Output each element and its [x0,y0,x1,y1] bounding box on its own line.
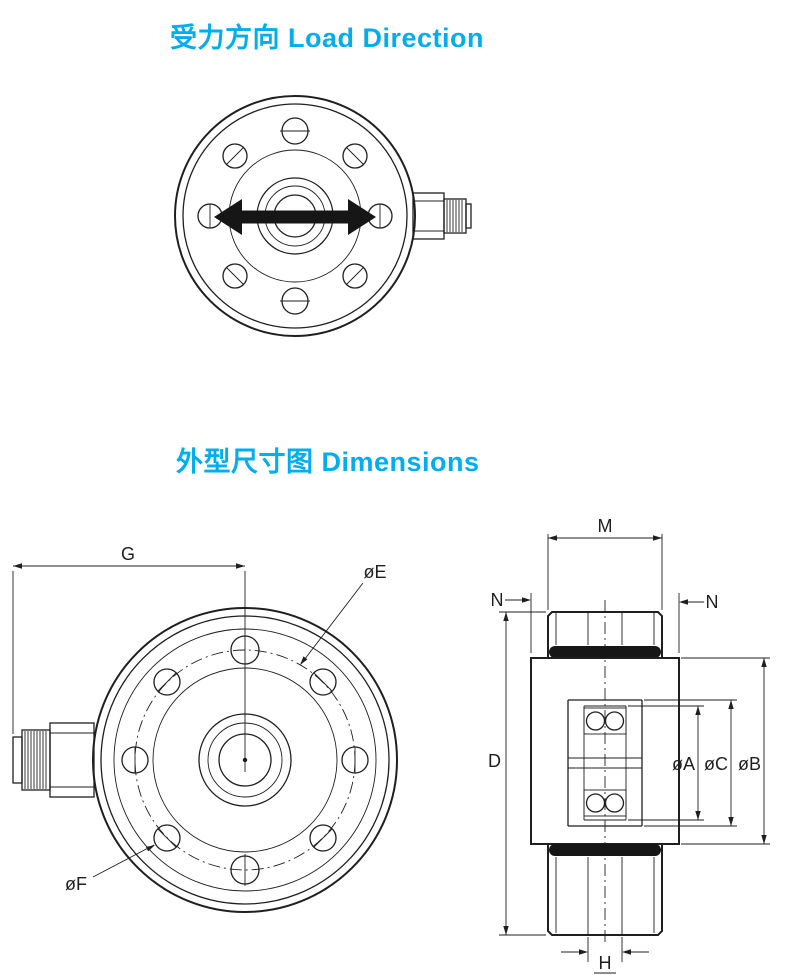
o-ring-bottom [549,844,661,856]
dim-label-c: øC [704,754,728,774]
dimension-b: øB [681,657,770,845]
screw [121,746,149,774]
dim-label-g: G [121,544,135,564]
dimension-m: M [547,516,663,610]
dimension-a: øA [628,705,704,821]
dimension-n-right: N [678,592,719,653]
dimension-g: G [12,544,245,734]
dimension-f: øF [65,844,155,894]
dim-label-d: D [488,751,501,771]
dimension-d: D [488,611,546,936]
dim-label-n-right: N [706,592,719,612]
front-view: G øE øF [12,544,398,913]
bolt-hole-bottom [230,855,260,885]
bolt-hole-top [280,117,310,145]
dim-label-m: M [598,516,613,536]
load-direction-arrow-icon [214,199,376,235]
screw [309,824,337,852]
dimensions-title: 外型尺寸图 Dimensions [176,447,480,477]
side-view: M N N D [488,516,770,974]
dim-label-b: øB [738,754,761,774]
o-ring-top [549,646,661,658]
dim-label-h: H [599,953,612,973]
screw [153,824,181,852]
screw [341,746,369,774]
bore-section [567,699,643,827]
dimension-c: øC [644,699,737,827]
screw [342,143,368,169]
screw [153,668,181,696]
load-direction-view [174,95,472,337]
connector-plug-right [412,192,472,240]
screw [309,668,337,696]
dimension-h: H [561,937,649,974]
load-direction-title: 受力方向 Load Direction [170,23,485,53]
dim-label-a: øA [672,754,695,774]
bolt-hole-bottom [280,287,310,315]
dimension-n-left: N [491,590,532,653]
dim-label-n-left: N [491,590,504,610]
dimension-e: øE [300,562,387,665]
screw [342,263,368,289]
screw [222,143,248,169]
dim-label-f: øF [65,874,87,894]
dim-label-e: øE [363,562,386,582]
connector-plug-left [12,722,95,798]
screw [222,263,248,289]
bolt-hole-top [230,635,260,665]
